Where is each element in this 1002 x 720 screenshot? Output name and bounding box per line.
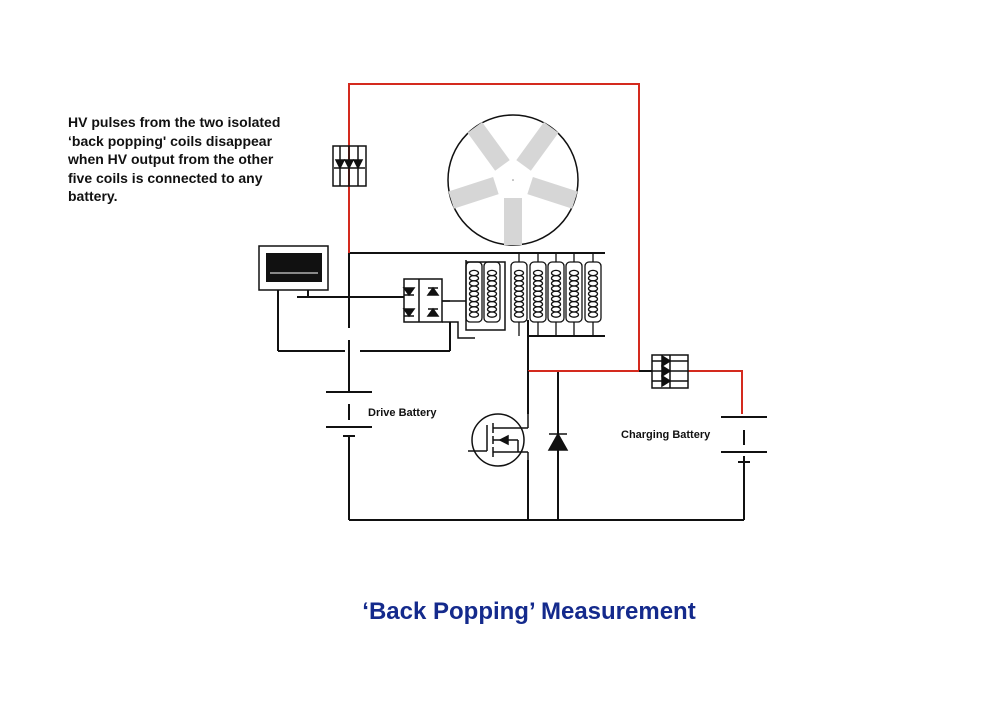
output-coil — [529, 253, 547, 336]
annotation-line: ‘back popping' coils disappear — [68, 132, 273, 149]
oscilloscope — [258, 245, 329, 291]
flyback-diode — [547, 432, 569, 451]
annotation-line: when HV output from the other — [68, 151, 274, 167]
isolated-coil — [483, 261, 501, 323]
annotation-line: five coils is connected to any — [68, 169, 263, 186]
annotation-note: HV pulses from the two isolated ‘back po… — [68, 113, 313, 206]
rotor-wheel — [447, 114, 579, 246]
output-coil — [547, 253, 565, 336]
black-wires — [277, 252, 745, 521]
diagram-title: ‘Back Popping’ Measurement — [362, 598, 696, 625]
isolated-coil — [465, 261, 483, 323]
hv-diode-stack-left — [332, 145, 367, 187]
output-coil — [584, 253, 602, 336]
output-coil — [510, 253, 528, 336]
annotation-line: battery. — [68, 188, 118, 204]
mosfet-transistor — [468, 413, 529, 467]
charging-battery-label: Charging Battery — [621, 429, 711, 441]
annotation-line: HV pulses from the two isolated — [68, 114, 281, 130]
drive-battery-label: Drive Battery — [368, 407, 437, 419]
coil-bank — [465, 253, 602, 336]
hv-diode-stack-right — [651, 354, 689, 389]
output-coil — [565, 253, 583, 336]
drive-battery — [326, 391, 372, 437]
charging-battery — [721, 416, 767, 463]
